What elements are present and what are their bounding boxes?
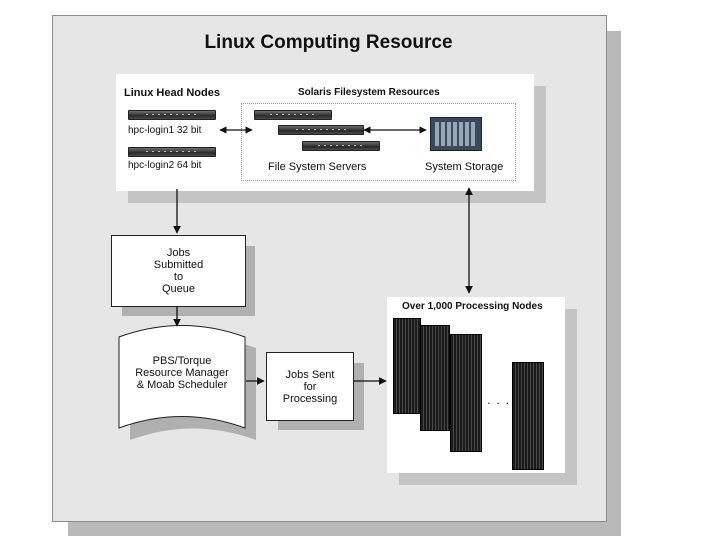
jobs-sent-box: Jobs Sent for Processing [266, 352, 354, 421]
rack-1-icon [393, 318, 421, 414]
fs-server-3-icon [302, 141, 380, 151]
head-nodes-label: Linux Head Nodes [124, 87, 220, 99]
rack-3-icon [450, 334, 482, 452]
scheduler-text: PBS/Torque Resource Manager & Moab Sched… [119, 355, 245, 391]
queue-line-1: Jobs [166, 247, 191, 259]
head-node-2-icon [128, 147, 216, 157]
jobs-sent-line-2: for [303, 380, 317, 393]
queue-line-2: Submitted [153, 259, 204, 271]
system-storage-icon [430, 117, 482, 151]
rack-2-icon [420, 325, 450, 431]
solaris-label: Solaris Filesystem Resources [298, 87, 440, 98]
queue-line-4: Queue [161, 283, 196, 295]
jobs-sent-line-3: Processing [282, 392, 338, 405]
fs-servers-label: File System Servers [268, 161, 367, 173]
scheduler-cylinder [118, 325, 246, 429]
head-node-1-icon [128, 110, 216, 120]
head-node-2-label: hpc-login2 64 bit [128, 160, 202, 171]
solaris-group [241, 103, 516, 181]
fs-server-1-icon [254, 110, 332, 120]
queue-box: Jobs Submitted to Queue [111, 235, 246, 307]
diagram-title: Linux Computing Resource [204, 32, 453, 53]
queue-line-3: to [173, 271, 184, 283]
scheduler-line-1: PBS/Torque [152, 355, 212, 367]
jobs-sent-line-1: Jobs Sent [285, 368, 335, 381]
rack-4-icon [512, 362, 544, 470]
head-node-1-label: hpc-login1 32 bit [128, 125, 202, 136]
system-storage-label: System Storage [425, 161, 504, 173]
scheduler-line-2: Resource Manager [135, 367, 229, 379]
processing-label: Over 1,000 Processing Nodes [402, 301, 543, 312]
scheduler-line-3: & Moab Scheduler [136, 379, 228, 391]
more-nodes-ellipsis: . . . [487, 392, 511, 407]
